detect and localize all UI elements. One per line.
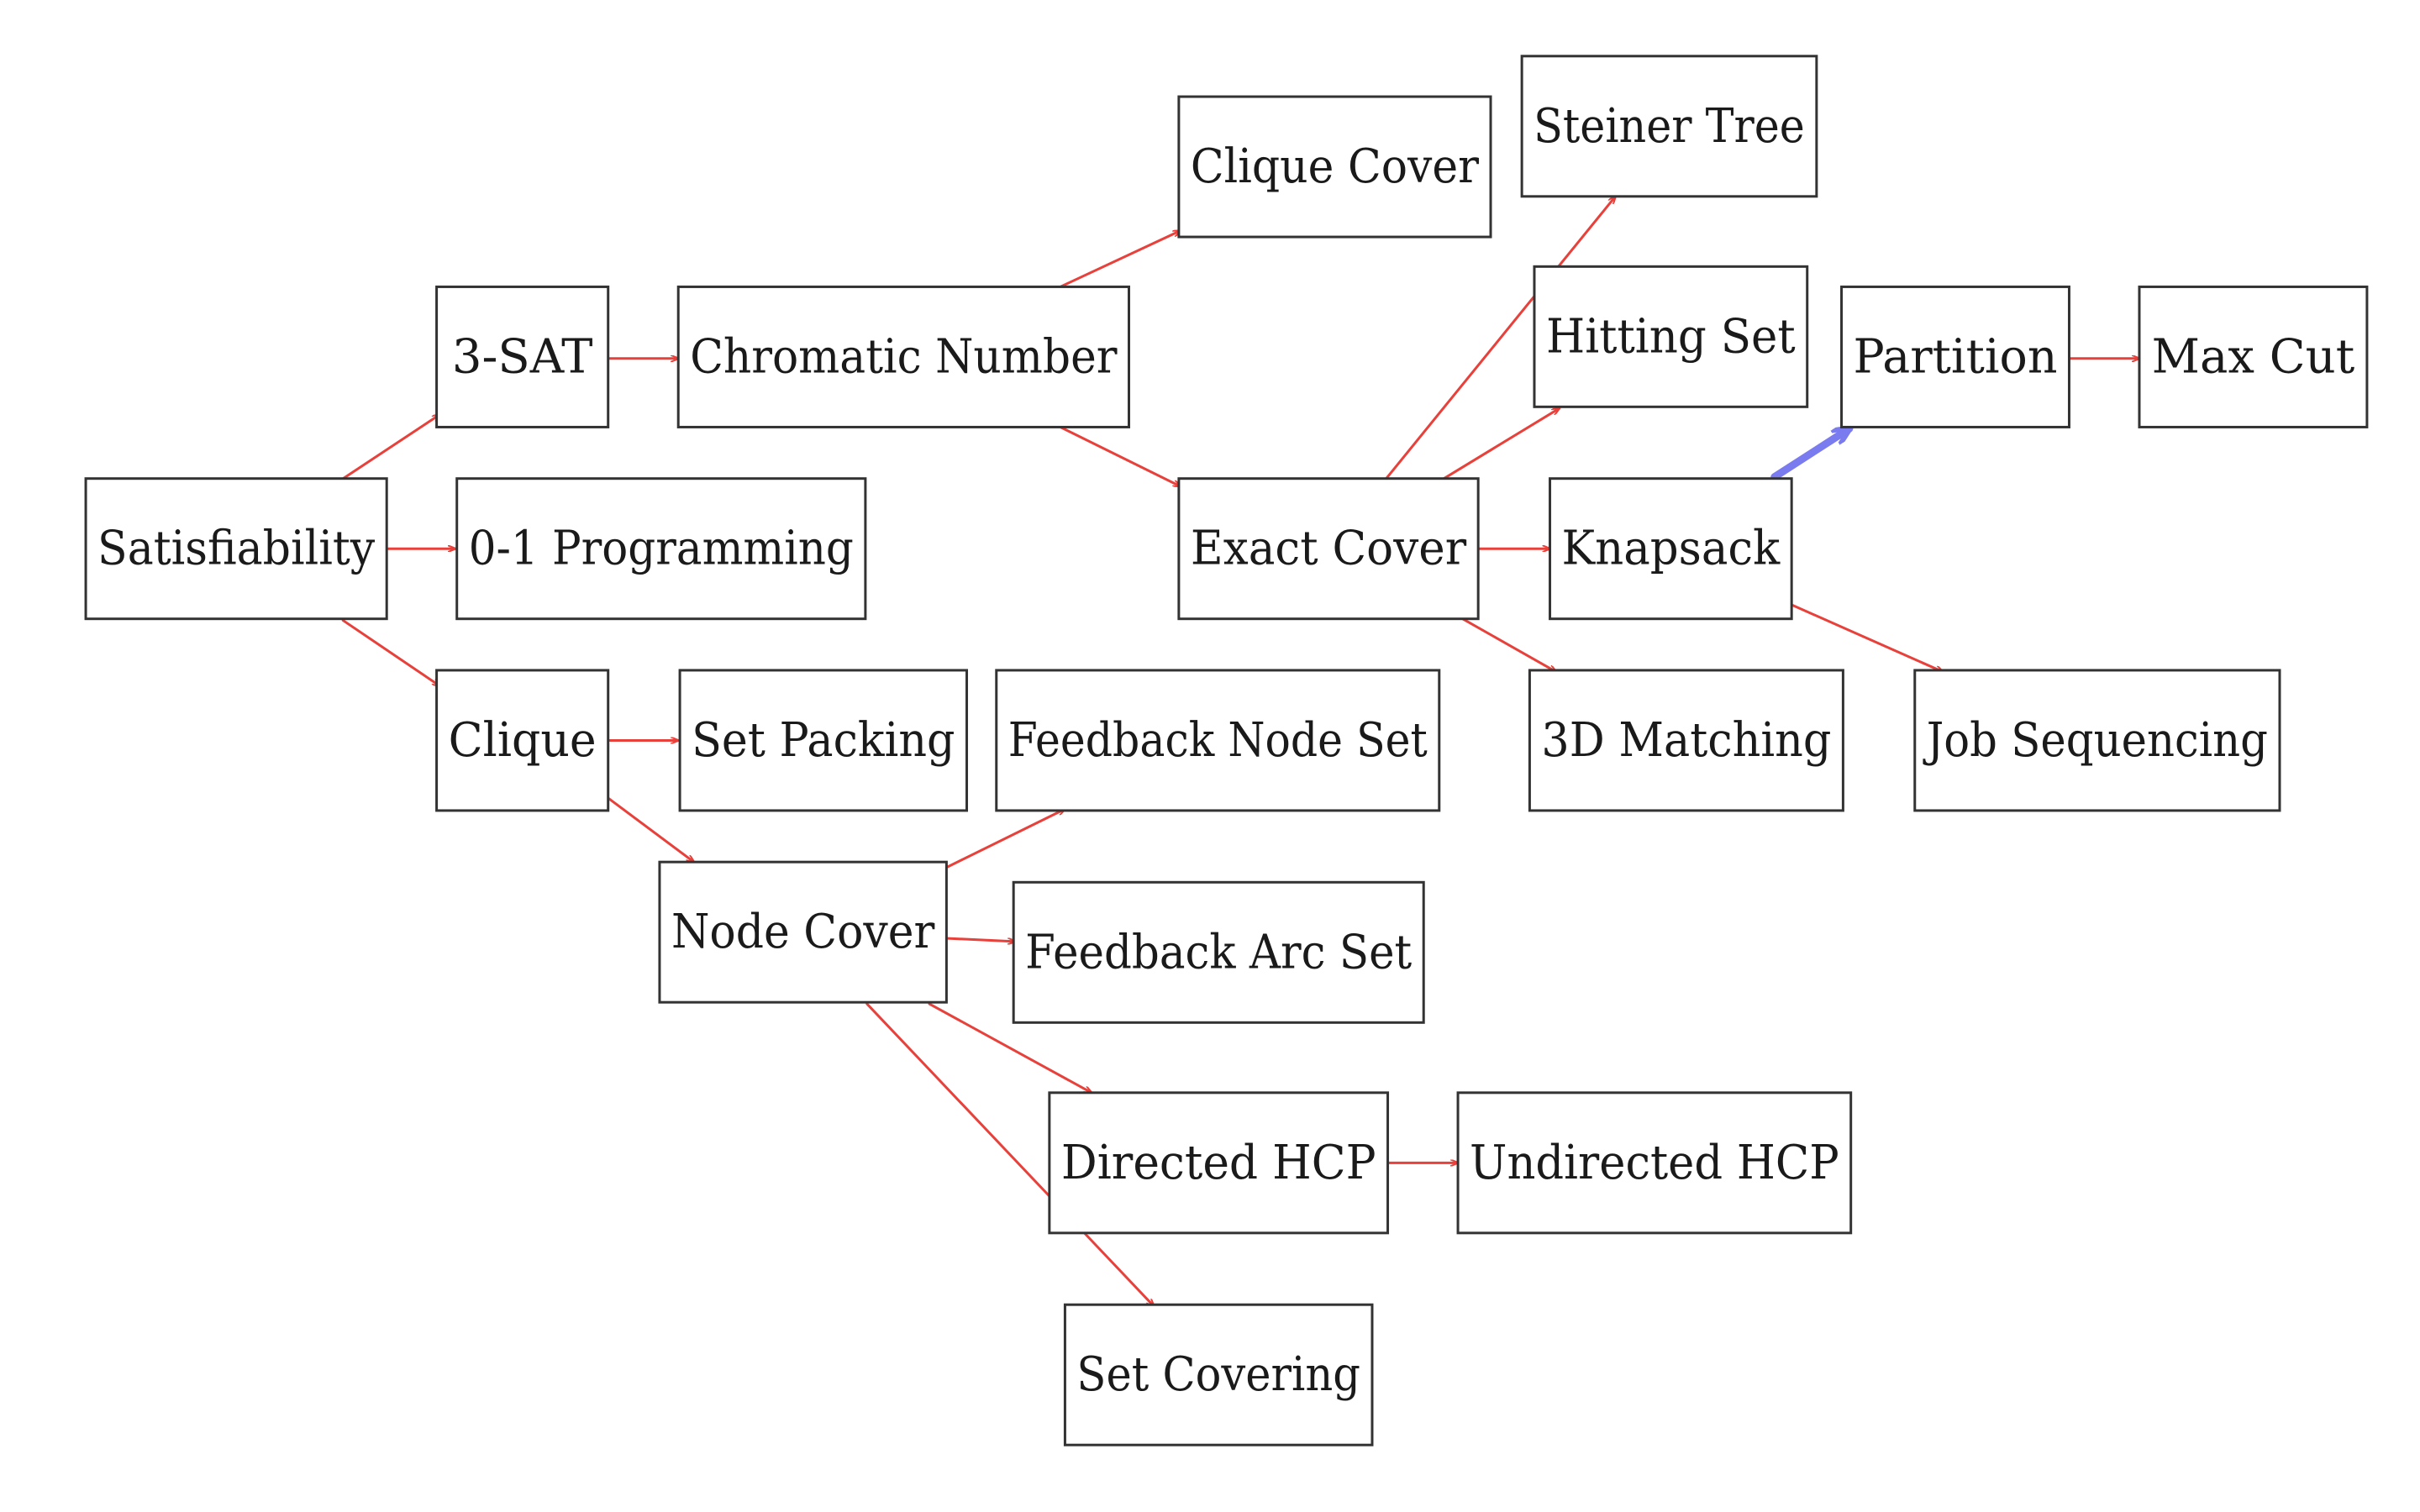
edge-node-cover-to-set-covering — [865, 1002, 1154, 1306]
node-label: 0-1 Programming — [469, 522, 854, 576]
node-box — [2138, 285, 2369, 428]
node-box — [995, 669, 1441, 812]
node-chromatic-number: Chromatic Number — [676, 285, 1131, 428]
edge-node-cover-to-directed-hcp — [928, 1002, 1092, 1093]
node-label: Directed HCP — [1061, 1136, 1376, 1190]
node-box — [1177, 95, 1492, 239]
node-label: Node Cover — [671, 905, 935, 959]
node-steiner-tree: Steiner Tree — [1520, 55, 1818, 198]
node-0-1-programming: 0-1 Programming — [455, 477, 867, 621]
node-exact-cover: Exact Cover — [1177, 477, 1480, 621]
node-max-cut: Max Cut — [2138, 285, 2369, 428]
edge-satisfiability-to-clique — [341, 619, 439, 686]
node-box — [1840, 285, 2070, 428]
edge-exact-cover-to-3d-matching — [1461, 617, 1556, 672]
node-label: Partition — [1854, 329, 2058, 384]
node-label: Clique Cover — [1191, 139, 1479, 194]
node-feedback-node-set: Feedback Node Set — [995, 669, 1441, 812]
node-label: Clique — [449, 713, 597, 768]
node-box — [676, 285, 1131, 428]
node-label: Job Sequencing — [1923, 713, 2268, 768]
node-clique: Clique — [435, 669, 610, 812]
edge-knapsack-to-partition — [1770, 428, 1849, 481]
node-box — [84, 477, 388, 621]
node-hitting-set: Hitting Set — [1533, 265, 1809, 408]
node-label: 3D Matching — [1541, 713, 1831, 768]
node-box — [435, 285, 610, 428]
edge-chromatic-number-to-clique-cover — [1059, 231, 1181, 288]
node-box — [1456, 1091, 1853, 1235]
node-knapsack: Knapsack — [1549, 477, 1793, 621]
node-box — [1549, 477, 1793, 621]
node-directed-hcp: Directed HCP — [1048, 1091, 1390, 1235]
edges-layer — [341, 197, 2141, 1306]
edge-satisfiability-to-3-sat — [341, 415, 439, 480]
edge-clique-to-node-cover — [607, 796, 694, 862]
node-label: Set Covering — [1076, 1347, 1360, 1402]
node-box — [435, 669, 610, 812]
node-partition: Partition — [1840, 285, 2070, 428]
edge-knapsack-to-job-sequencing — [1790, 603, 1943, 674]
edge-exact-cover-to-steiner-tree — [1385, 197, 1616, 480]
node-label: Feedback Node Set — [1008, 713, 1428, 768]
node-undirected-hcp: Undirected HCP — [1456, 1091, 1853, 1235]
node-box — [1520, 55, 1818, 198]
node-box — [1528, 669, 1844, 812]
node-label: Set Packing — [692, 713, 955, 768]
node-set-covering: Set Covering — [1063, 1303, 1374, 1446]
node-box — [1048, 1091, 1390, 1235]
node-job-sequencing: Job Sequencing — [1913, 669, 2281, 812]
node-label: Steiner Tree — [1534, 99, 1805, 154]
node-box — [455, 477, 867, 621]
node-label: Exact Cover — [1191, 522, 1467, 576]
node-box — [1177, 477, 1480, 621]
node-clique-cover: Clique Cover — [1177, 95, 1492, 239]
node-label: Chromatic Number — [690, 329, 1118, 384]
node-3-sat: 3-SAT — [435, 285, 610, 428]
node-label: Knapsack — [1562, 522, 1781, 576]
node-box — [1063, 1303, 1374, 1446]
node-satisfiability: Satisfiability — [84, 477, 388, 621]
node-box — [1913, 669, 2281, 812]
node-label: Max Cut — [2152, 329, 2355, 384]
node-set-packing: Set Packing — [678, 669, 969, 812]
node-label: 3-SAT — [452, 329, 593, 384]
node-node-cover: Node Cover — [658, 860, 948, 1004]
node-feedback-arc-set: Feedback Arc Set — [1012, 880, 1425, 1024]
edge-exact-cover-to-hitting-set — [1442, 408, 1559, 480]
node-3d-matching: 3D Matching — [1528, 669, 1844, 812]
node-box — [678, 669, 969, 812]
edge-node-cover-to-feedback-arc-set — [946, 937, 1017, 942]
node-box — [658, 860, 948, 1004]
node-box — [1012, 880, 1425, 1024]
node-label: Undirected HCP — [1470, 1136, 1839, 1190]
node-label: Feedback Arc Set — [1025, 925, 1412, 979]
edge-chromatic-number-to-exact-cover — [1059, 425, 1181, 486]
node-label: Hitting Set — [1546, 309, 1796, 364]
node-label: Satisfiability — [97, 522, 375, 576]
node-box — [1533, 265, 1809, 408]
edge-node-cover-to-feedback-node-set — [946, 809, 1065, 869]
